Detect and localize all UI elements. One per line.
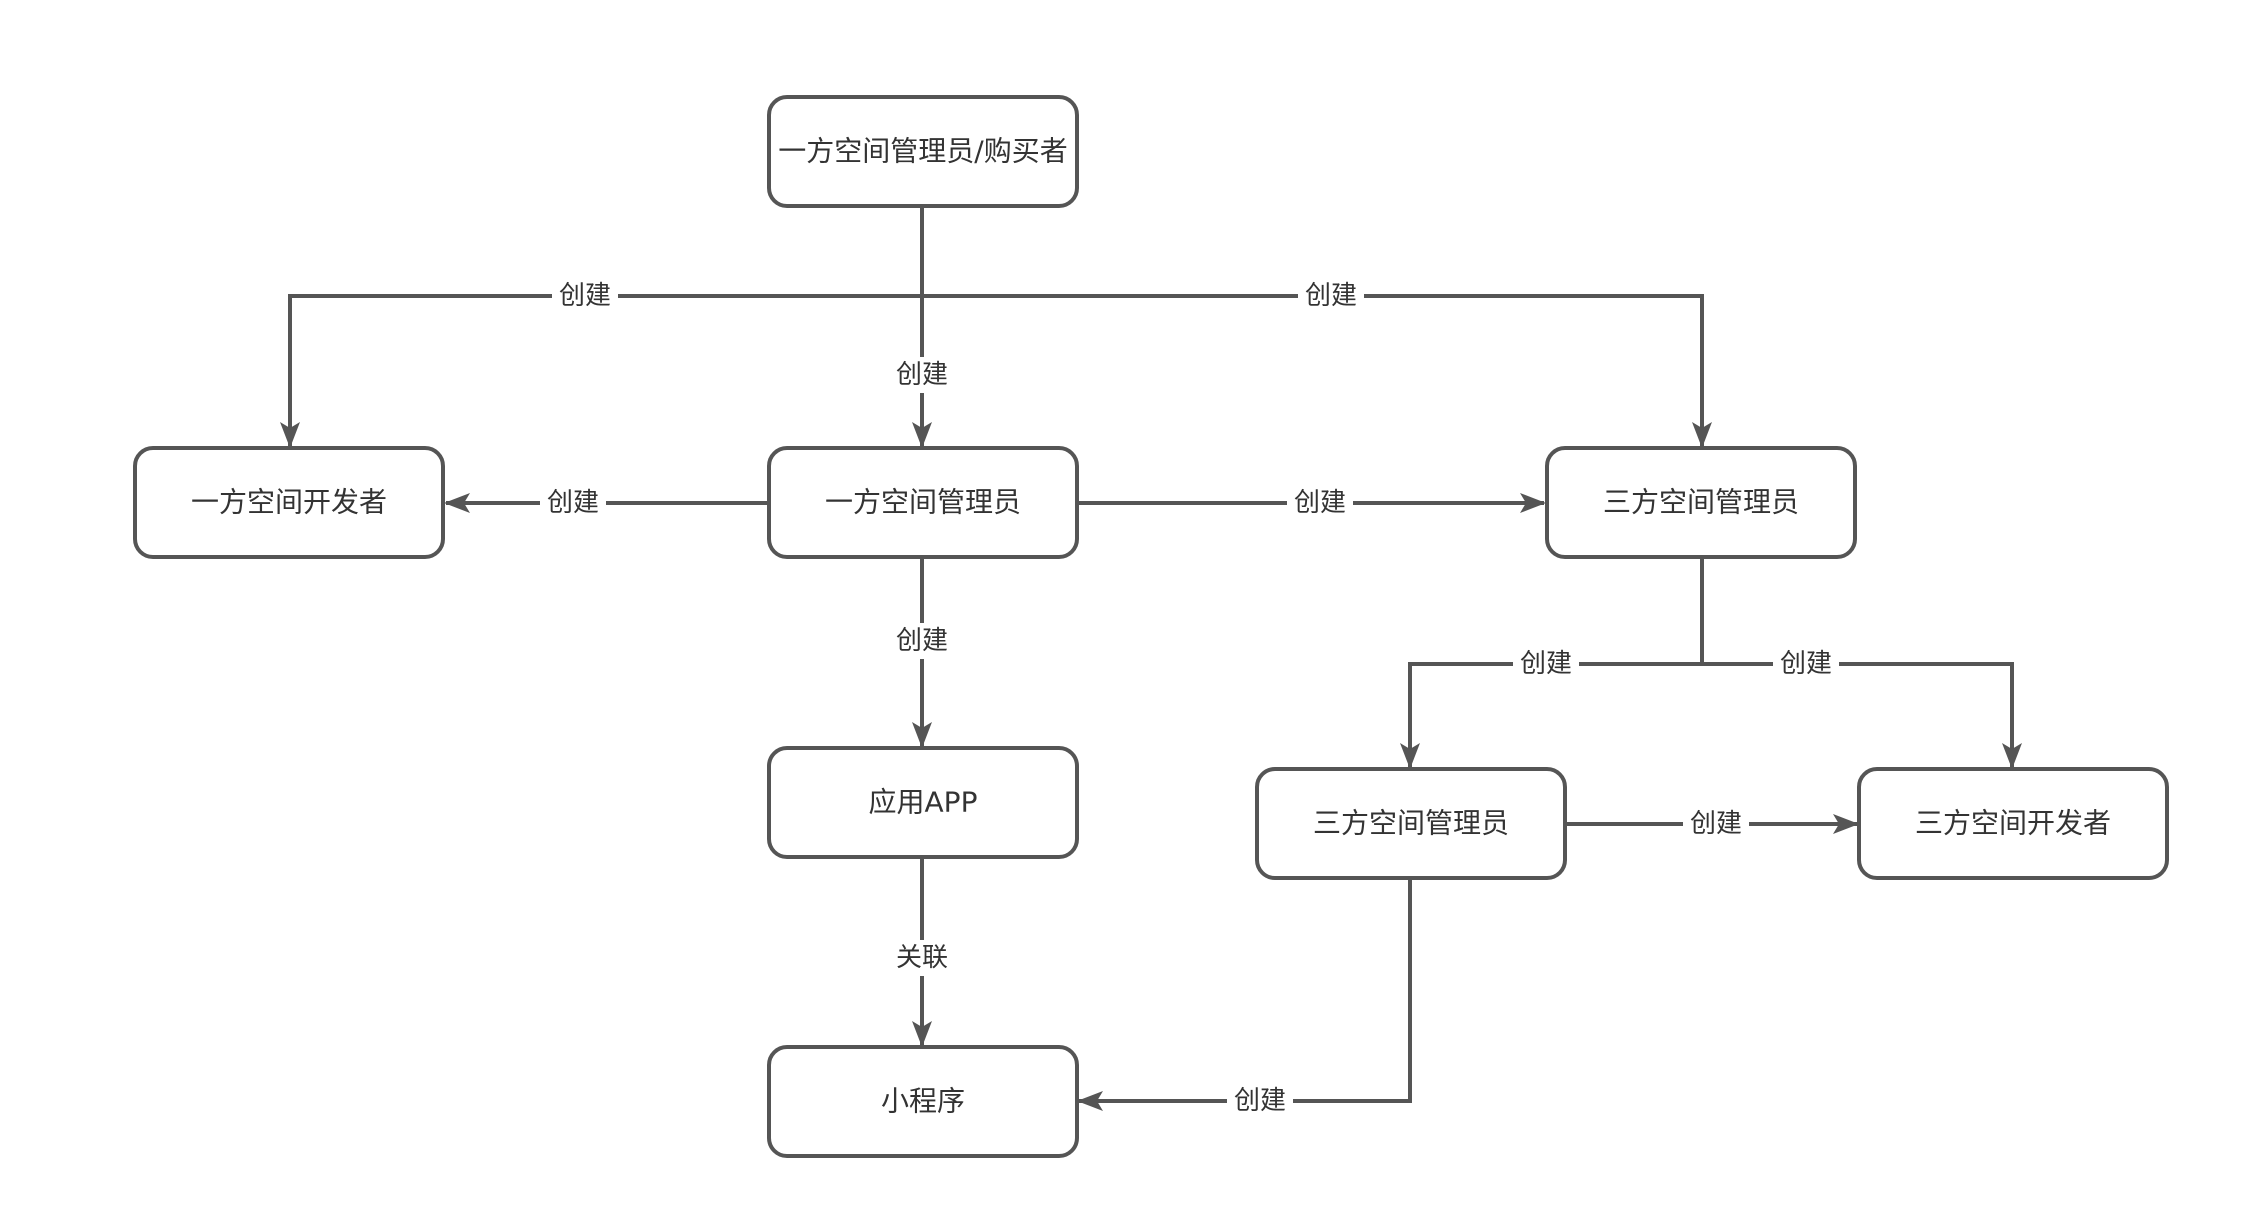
- node-label: 一方空间管理员: [825, 486, 1021, 519]
- edge-label-text: 创建: [547, 488, 599, 518]
- edge-third-admin-to-sub-admin: [1400, 662, 1702, 769]
- edge-label-text: 创建: [896, 360, 948, 390]
- edge-label-third-admin-to-sub-admin: 创建: [1513, 646, 1579, 682]
- node-first-space-developer[interactable]: 一方空间开发者: [133, 446, 445, 559]
- edge-label-text: 创建: [1234, 1086, 1286, 1116]
- node-label: 一方空间管理员/购买者: [778, 135, 1067, 168]
- node-app[interactable]: 应用APP: [767, 746, 1079, 859]
- edge-label-text: 创建: [1294, 488, 1346, 518]
- edge-label-sub-admin-to-third-dev: 创建: [1683, 806, 1749, 842]
- edge-label-app-mini-program-association: 关联: [889, 940, 955, 976]
- edge-label-root-to-third-admin: 创建: [1298, 278, 1364, 314]
- node-label: 小程序: [881, 1085, 965, 1118]
- edge-label-first-admin-to-third-admin: 创建: [1287, 485, 1353, 521]
- edge-label-text: 创建: [1305, 281, 1357, 311]
- node-label: 三方空间管理员: [1603, 486, 1799, 519]
- node-label: 三方空间管理员: [1313, 807, 1509, 840]
- node-first-space-admin[interactable]: 一方空间管理员: [767, 446, 1079, 559]
- edge-label-text: 创建: [1520, 649, 1572, 679]
- node-third-space-admin-sub[interactable]: 三方空间管理员: [1255, 767, 1567, 880]
- edge-label-text: 创建: [1690, 809, 1742, 839]
- node-third-space-admin-top[interactable]: 三方空间管理员: [1545, 446, 1857, 559]
- edge-label-text: 创建: [1780, 649, 1832, 679]
- edge-label-text: 关联: [896, 943, 948, 973]
- node-mini-program[interactable]: 小程序: [767, 1045, 1079, 1158]
- node-first-space-admin-buyer[interactable]: 一方空间管理员/购买者: [767, 95, 1079, 208]
- edge-label-root-to-first-dev: 创建: [552, 278, 618, 314]
- node-label: 应用APP: [869, 786, 978, 819]
- edge-label-third-admin-to-third-dev: 创建: [1773, 646, 1839, 682]
- edge-label-first-admin-to-app: 创建: [889, 623, 955, 659]
- edge-third-admin-to-third-dev: [1702, 662, 2022, 769]
- edge-root-to-first-dev: [280, 294, 922, 448]
- edge-label-first-admin-to-first-dev: 创建: [540, 485, 606, 521]
- edge-root-to-third-admin: [922, 294, 1712, 448]
- node-label: 一方空间开发者: [191, 486, 387, 519]
- node-third-space-developer[interactable]: 三方空间开发者: [1857, 767, 2169, 880]
- node-label: 三方空间开发者: [1915, 807, 2111, 840]
- edge-label-text: 创建: [896, 626, 948, 656]
- edge-sub-admin-to-mini-program: [1077, 880, 1412, 1111]
- edge-label-text: 创建: [559, 281, 611, 311]
- edge-label-sub-admin-to-mini-program: 创建: [1227, 1083, 1293, 1119]
- edge-label-root-to-first-admin: 创建: [889, 357, 955, 393]
